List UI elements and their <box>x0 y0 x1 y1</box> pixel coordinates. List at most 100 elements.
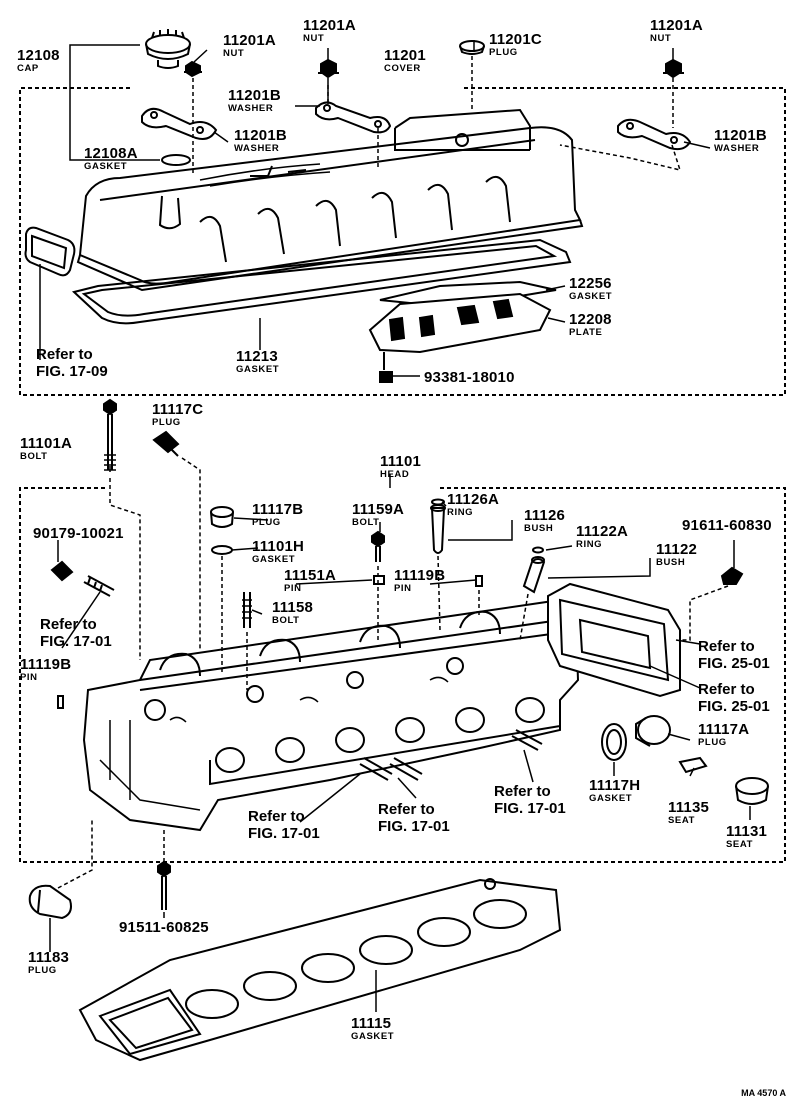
label-11126A: 11126A RING <box>447 492 499 518</box>
label-11183: 11183 PLUG <box>28 950 69 976</box>
label-num: 11122 <box>656 541 698 558</box>
label-name: PLUG <box>152 417 181 428</box>
ref-line2: FIG. 25-01 <box>698 698 770 716</box>
label-num: 11119B <box>394 567 446 584</box>
pin-11119B-left <box>57 695 64 709</box>
cam-plug-small <box>152 430 180 457</box>
washer-plate-left <box>141 107 218 140</box>
leader-lines <box>39 40 751 1012</box>
label-11122: 11122 BUSH <box>656 542 697 568</box>
label-name: HEAD <box>380 469 410 480</box>
label-num: 12108A <box>84 145 138 162</box>
bolt-11159A <box>371 530 385 562</box>
figure-code: MA 4570 A <box>741 1088 786 1098</box>
label-name: NUT <box>223 48 245 59</box>
washer-plate-center <box>315 101 392 134</box>
ref-fig-17-01-left: Refer to FIG. 17-01 <box>40 616 112 651</box>
label-num: 91511-60825 <box>119 919 209 936</box>
ref-line2: FIG. 25-01 <box>698 655 770 673</box>
label-11122A: 11122A RING <box>576 524 628 550</box>
label-name: GASKET <box>236 364 280 375</box>
head-group-frame <box>19 487 786 863</box>
label-num: 11201 <box>384 47 426 64</box>
label-11159A: 11159A BOLT <box>352 502 404 528</box>
label-name: PLUG <box>252 517 281 528</box>
label-11117A: 11117A PLUG <box>698 722 749 748</box>
label-num: 12108 <box>17 47 60 64</box>
label-11201C: 11201C PLUG <box>489 32 542 58</box>
label-name: GASKET <box>252 554 296 565</box>
label-11201: 11201 COVER <box>384 48 426 74</box>
stud-leader-right <box>559 78 682 172</box>
label-num: 11126A <box>447 491 500 508</box>
ref-line1: Refer to <box>40 616 97 633</box>
label-num: 11201C <box>489 31 542 48</box>
plug-11117A <box>635 715 671 747</box>
label-num: 11158 <box>272 599 314 616</box>
label-num: 11151A <box>284 567 337 584</box>
ref-line1: Refer to <box>36 346 93 363</box>
label-11201A-left: 11201A NUT <box>223 33 276 59</box>
nut-left <box>184 60 202 78</box>
label-name: NUT <box>303 33 325 44</box>
head-bolt-leader <box>109 478 141 660</box>
side-cover <box>547 582 681 698</box>
ref-line1: Refer to <box>494 783 551 800</box>
label-name: PLUG <box>489 47 518 58</box>
label-name: GASKET <box>589 793 633 804</box>
label-num: 11117H <box>589 777 641 794</box>
label-num: 11101H <box>252 538 305 555</box>
nut-center <box>318 58 339 79</box>
label-name: WASHER <box>234 143 280 154</box>
ref-line1: Refer to <box>698 638 755 655</box>
baffle-screw <box>379 352 393 383</box>
label-11201B-upper: 11201B WASHER <box>228 88 281 114</box>
label-num: 11201A <box>303 17 356 34</box>
label-11151A: 11151A PIN <box>284 568 336 594</box>
label-name: NUT <box>650 33 672 44</box>
label-11135: 11135 SEAT <box>668 800 709 826</box>
ref-line2: FIG. 17-01 <box>40 633 112 651</box>
label-num: 11122A <box>576 523 629 540</box>
label-num: 11115 <box>351 1015 392 1032</box>
cap-leader <box>69 44 140 62</box>
label-91511: 91511-60825 <box>119 920 209 935</box>
ref-line2: FIG. 17-09 <box>36 363 108 381</box>
label-name: BOLT <box>352 517 380 528</box>
label-11101H: 11101H GASKET <box>252 539 304 565</box>
label-11101A: 11101A BOLT <box>20 436 72 462</box>
spark-plug-tube-gasket <box>24 226 76 277</box>
label-93381: 93381-18010 <box>424 370 515 385</box>
ring-11122A <box>532 546 544 554</box>
ref-fig-17-09: Refer to FIG. 17-09 <box>36 346 108 381</box>
label-11126: 11126 BUSH <box>524 508 565 534</box>
label-11213: 11213 GASKET <box>236 349 279 375</box>
ref-line2: FIG. 17-01 <box>378 818 450 836</box>
label-name: BUSH <box>656 557 686 568</box>
label-num: 11126 <box>524 507 566 524</box>
label-name: PIN <box>394 583 412 594</box>
label-num: 11183 <box>28 949 70 966</box>
label-11119B-left: 11119B PIN <box>20 657 71 683</box>
label-11117C: 11117C PLUG <box>152 402 203 428</box>
label-name: RING <box>447 507 474 518</box>
stud-11158 <box>242 592 252 628</box>
label-name: PLUG <box>28 965 57 976</box>
head-bolt <box>103 398 117 471</box>
seat-11135 <box>678 756 708 774</box>
stud-front-1 <box>359 757 393 781</box>
label-name: PIN <box>284 583 302 594</box>
label-num: 11101 <box>380 453 422 470</box>
pin-11119B-upper <box>475 575 483 587</box>
label-name: COVER <box>384 63 421 74</box>
label-91611: 91611-60830 <box>682 518 772 533</box>
ref-line2: FIG. 17-01 <box>494 800 566 818</box>
label-name: SEAT <box>668 815 696 826</box>
label-12108: 12108 CAP <box>17 48 60 74</box>
ref-line2: FIG. 17-01 <box>248 825 320 843</box>
label-num: 11131 <box>726 823 768 840</box>
label-name: PLATE <box>569 327 603 338</box>
label-11201B-lower: 11201B WASHER <box>234 128 287 154</box>
label-num: 11135 <box>668 799 710 816</box>
label-name: BOLT <box>20 451 48 462</box>
